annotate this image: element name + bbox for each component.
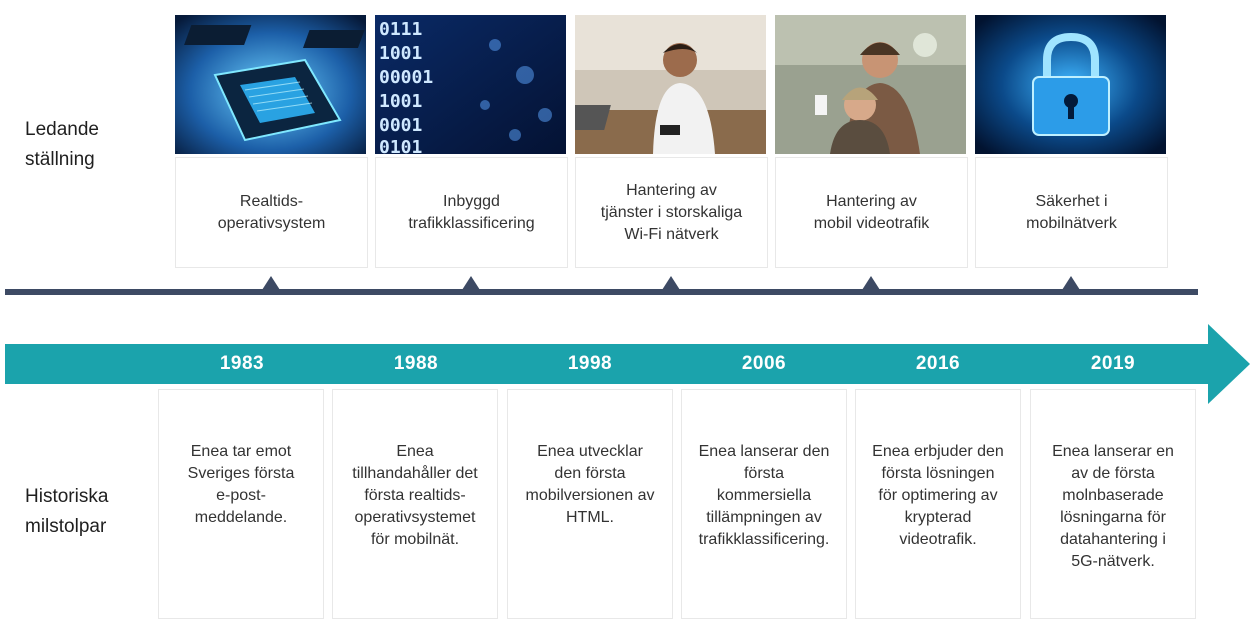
year-label: 1988 bbox=[393, 353, 439, 374]
milestone-text: Enea erbjuder den första lösningen för o… bbox=[872, 443, 1004, 548]
timeline-tick bbox=[262, 276, 280, 290]
leading-card-text: Hantering av mobil videotrafik bbox=[813, 192, 930, 232]
year-label: 2006 bbox=[741, 353, 787, 374]
milestone-text: Enea tar emot Sveriges första e-post- me… bbox=[187, 443, 295, 526]
leading-card-text: Realtids- operativsystem bbox=[217, 192, 326, 232]
milestone-card-1988: Enea tillhandahåller det första realtids… bbox=[332, 389, 498, 619]
svg-text:1001: 1001 bbox=[379, 43, 422, 64]
svg-text:0111: 0111 bbox=[379, 19, 422, 40]
timeline-tick bbox=[462, 276, 480, 290]
milestone-text: Enea lanserar en av de första molnbasera… bbox=[1052, 443, 1174, 570]
arrow-head-icon bbox=[1208, 324, 1250, 404]
leading-card-text: Inbyggd trafikklassificering bbox=[408, 192, 535, 232]
milestone-card-1998: Enea utvecklar den första mobilversionen… bbox=[507, 389, 673, 619]
years-arrow-band bbox=[5, 344, 1210, 384]
leading-card-5: Säkerhet i mobilnätverk bbox=[975, 157, 1168, 268]
leading-card-4: Hantering av mobil videotrafik bbox=[775, 157, 968, 268]
timeline-tick bbox=[1062, 276, 1080, 290]
historic-milestones-label: Historiska milstolpar bbox=[25, 486, 109, 537]
milestone-card-2019: Enea lanserar en av de första molnbasera… bbox=[1030, 389, 1196, 619]
svg-text:00001: 00001 bbox=[379, 67, 433, 88]
leading-card-1: Realtids- operativsystem bbox=[175, 157, 368, 268]
svg-text:0001: 0001 bbox=[379, 115, 422, 136]
milestone-text: Enea lanserar den första kommersiella ti… bbox=[698, 443, 830, 548]
year-label: 2016 bbox=[915, 353, 961, 374]
timeline-line bbox=[5, 289, 1198, 295]
milestone-card-2016: Enea erbjuder den första lösningen för o… bbox=[855, 389, 1021, 619]
milestone-text: Enea utvecklar den första mobilversionen… bbox=[525, 443, 655, 526]
timeline-tick bbox=[662, 276, 680, 290]
man-with-phone-image bbox=[575, 15, 766, 154]
milestone-text: Enea tillhandahåller det första realtids… bbox=[352, 443, 478, 548]
milestone-card-2006: Enea lanserar den första kommersiella ti… bbox=[681, 389, 847, 619]
milestone-card-1983: Enea tar emot Sveriges första e-post- me… bbox=[158, 389, 324, 619]
leading-position-label: Ledande ställning bbox=[25, 119, 99, 170]
year-label: 1998 bbox=[567, 353, 613, 374]
leading-card-text: Hantering av tjänster i storskaliga Wi-F… bbox=[600, 181, 743, 243]
cpu-chip-image bbox=[175, 15, 366, 154]
svg-text:0101: 0101 bbox=[379, 137, 422, 154]
timeline-tick bbox=[862, 276, 880, 290]
people-with-phone-image bbox=[775, 15, 966, 154]
padlock-image bbox=[975, 15, 1166, 154]
leading-card-text: Säkerhet i mobilnätverk bbox=[1026, 192, 1117, 232]
svg-text:1001: 1001 bbox=[379, 91, 422, 112]
year-label: 2019 bbox=[1090, 353, 1136, 374]
year-label: 1983 bbox=[219, 353, 265, 374]
leading-card-3: Hantering av tjänster i storskaliga Wi-F… bbox=[575, 157, 768, 268]
leading-card-2: Inbyggd trafikklassificering bbox=[375, 157, 568, 268]
